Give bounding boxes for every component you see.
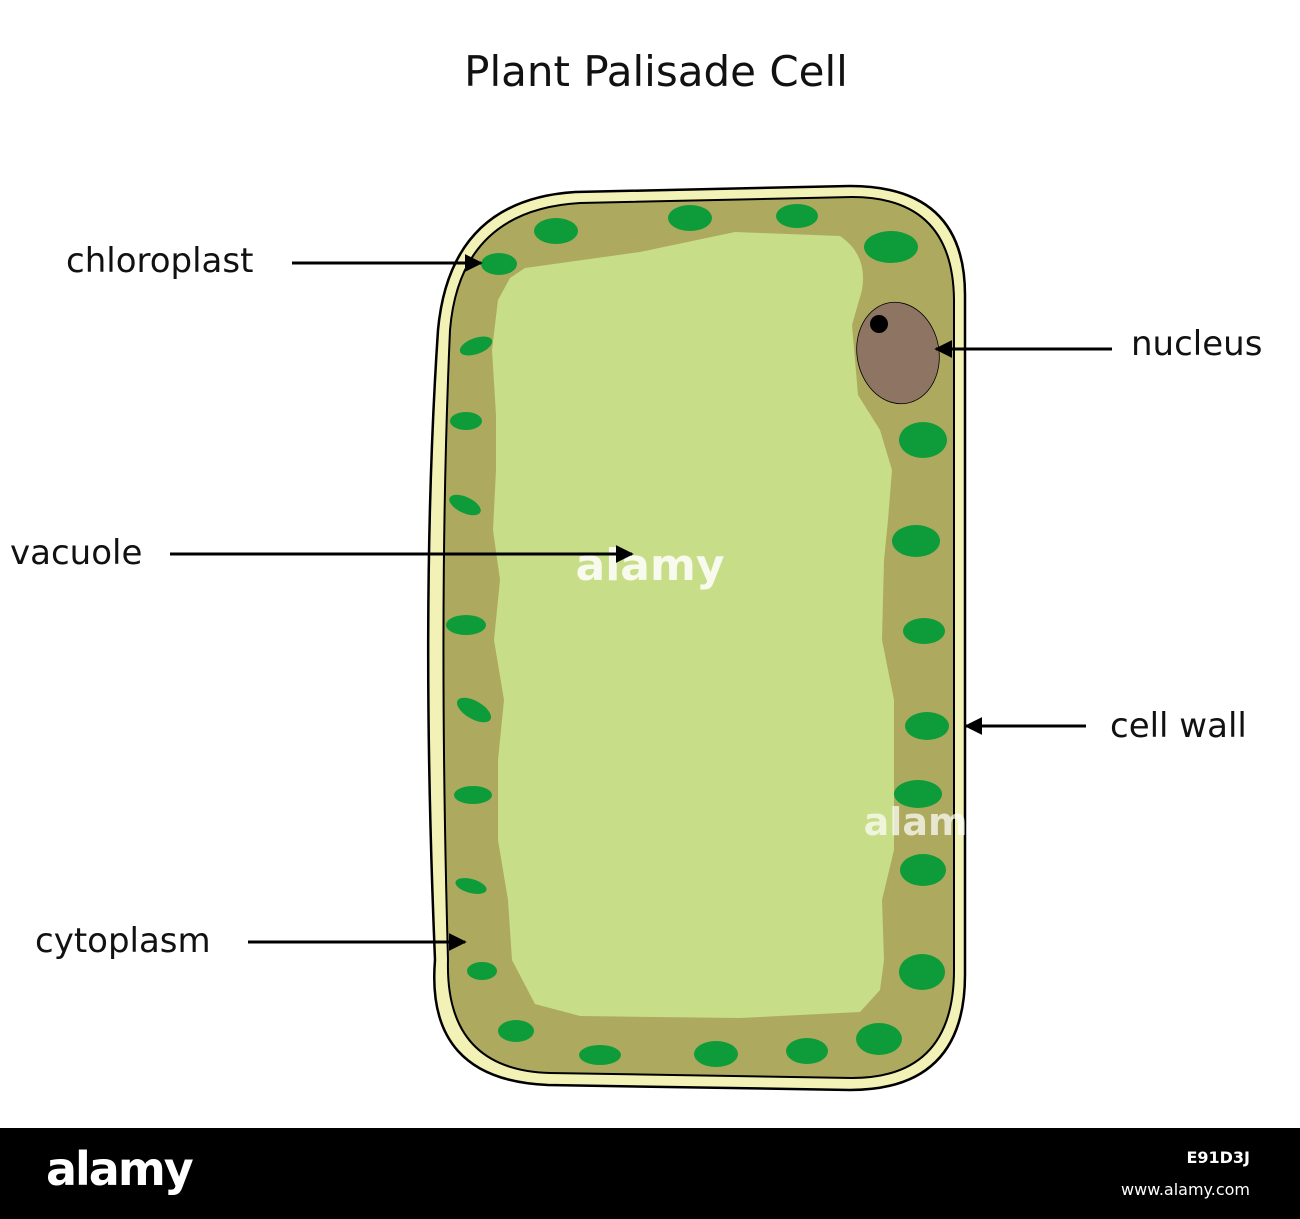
watermark-text: alamy xyxy=(576,540,725,591)
label-vacuole: vacuole xyxy=(10,533,142,573)
watermark-text: alamy xyxy=(864,800,993,844)
chloroplast xyxy=(786,1038,828,1064)
footer-url: www.alamy.com xyxy=(1121,1180,1250,1199)
chloroplast xyxy=(856,1023,902,1055)
plant-cell-diagram: Plant Palisade Cell ala xyxy=(10,47,1262,1092)
footer-bar: alamy E91D3J www.alamy.com xyxy=(0,1128,1300,1219)
nucleolus xyxy=(870,315,888,333)
chloroplast xyxy=(459,336,493,356)
chloroplast xyxy=(450,412,482,430)
vacuole xyxy=(492,232,894,1018)
chloroplast xyxy=(481,253,517,275)
chloroplast xyxy=(456,697,492,723)
chloroplast xyxy=(776,204,818,228)
label-cell-wall: cell wall xyxy=(1110,706,1247,746)
chloroplast xyxy=(467,962,497,980)
chloroplast xyxy=(899,422,947,458)
label-nucleus: nucleus xyxy=(1131,324,1262,364)
diagram-title: Plant Palisade Cell xyxy=(464,47,848,96)
chloroplast xyxy=(579,1045,621,1065)
chloroplast xyxy=(668,205,712,231)
chloroplasts xyxy=(446,204,949,1067)
chloroplast xyxy=(694,1041,738,1067)
chloroplast xyxy=(449,494,481,516)
chloroplast xyxy=(454,786,492,804)
label-chloroplast: chloroplast xyxy=(66,241,253,281)
watermark-marks: alamy alamy xyxy=(576,540,993,844)
label-cytoplasm: cytoplasm xyxy=(35,921,211,961)
chloroplast xyxy=(864,231,918,263)
footer-image-id: E91D3J xyxy=(1186,1148,1250,1167)
chloroplast xyxy=(892,525,940,557)
chloroplast xyxy=(446,615,486,635)
chloroplast xyxy=(534,218,578,244)
chloroplast xyxy=(899,954,945,990)
chloroplast xyxy=(905,712,949,740)
footer-logo: alamy xyxy=(46,1142,194,1196)
chloroplast xyxy=(455,878,487,894)
chloroplast xyxy=(903,618,945,644)
chloroplast xyxy=(498,1020,534,1042)
chloroplast xyxy=(894,780,942,808)
chloroplast xyxy=(900,854,946,886)
